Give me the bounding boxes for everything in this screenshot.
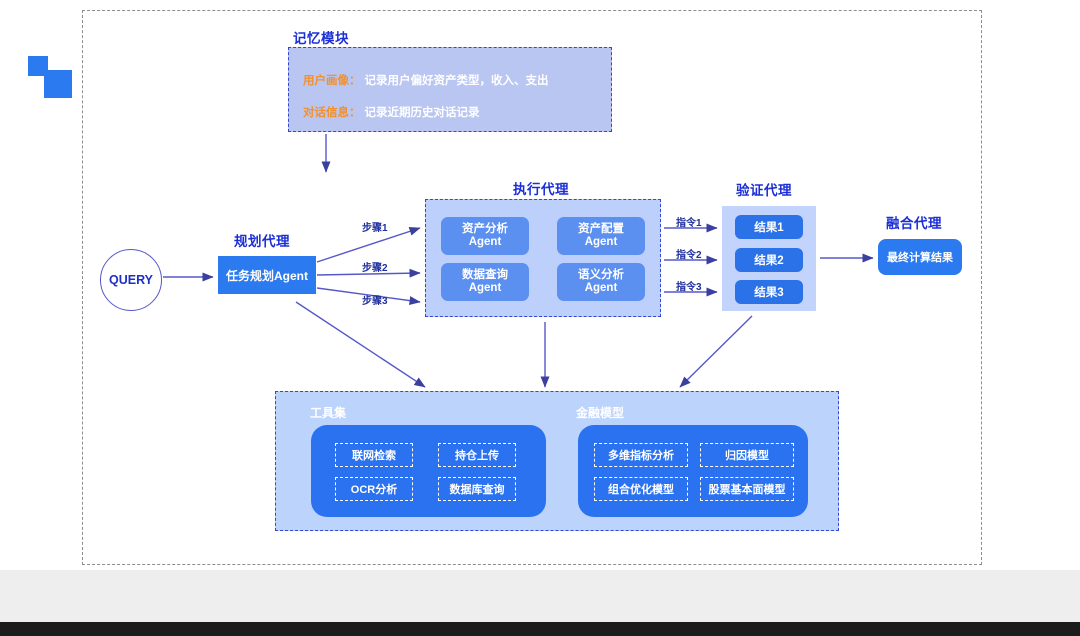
memory-row-user-profile: 用户画像：记录用户偏好资产类型，收入、支出 (303, 72, 549, 88)
tool-chip-position-upload: 持仓上传 (438, 443, 516, 467)
agent-label-line2: Agent (584, 236, 618, 248)
verification-agent-panel: 结果1 结果2 结果3 (722, 206, 816, 311)
resource-panel: 工具集 联网检索 持仓上传 OCR分析 数据库查询 金融模型 多维指标分析 归因… (275, 391, 839, 531)
agent-label-line1: 数据查询 (462, 268, 508, 281)
result-box-3: 结果3 (735, 280, 803, 304)
agent-label-line1: 语义分析 (578, 268, 624, 281)
agent-box-asset-analysis: 资产分析 Agent (441, 217, 529, 255)
step-label-1: 步骤1 (362, 223, 388, 234)
execution-agent-title: 执行代理 (513, 182, 569, 197)
memory-row-dialog-info: 对话信息：记录近期历史对话记录 (303, 104, 480, 120)
tool-chip-ocr-analysis: OCR分析 (335, 477, 413, 501)
verification-agent-title: 验证代理 (736, 183, 792, 198)
tool-chip-web-search: 联网检索 (335, 443, 413, 467)
tools-group-body: 联网检索 持仓上传 OCR分析 数据库查询 (311, 425, 546, 517)
tools-group-title: 工具集 (310, 406, 347, 420)
agent-label-line1: 资产分析 (462, 222, 508, 235)
result-box-1: 结果1 (735, 215, 803, 239)
decor-square-small (28, 56, 48, 76)
agent-label-line2: Agent (468, 282, 502, 294)
models-group-title: 金融模型 (576, 406, 625, 420)
model-chip-multi-indicator: 多维指标分析 (594, 443, 688, 467)
agent-label-line2: Agent (468, 236, 502, 248)
memory-row-value: 记录用户偏好资产类型，收入、支出 (364, 75, 549, 87)
fusion-agent-title: 融合代理 (886, 216, 942, 231)
fusion-agent-box: 最终计算结果 (878, 239, 962, 275)
model-chip-attribution: 归因模型 (700, 443, 794, 467)
instruction-label-1: 指令1 (676, 218, 702, 229)
model-chip-stock-fundamental: 股票基本面模型 (700, 477, 794, 501)
footer-bar: AiCon 全球人工智能开发与应用大会 Info Q 极客传媒 ⦾∞ 大数跨境 (0, 570, 1080, 622)
step-label-3: 步骤3 (362, 296, 388, 307)
memory-row-value: 记录近期历史对话记录 (364, 107, 480, 119)
instruction-label-2: 指令2 (676, 250, 702, 261)
tool-chip-database-query: 数据库查询 (438, 477, 516, 501)
outer-dashed-frame (82, 10, 982, 565)
agent-box-data-query: 数据查询 Agent (441, 263, 529, 301)
instruction-label-3: 指令3 (676, 282, 702, 293)
memory-row-key: 用户画像： (303, 75, 361, 87)
agent-box-asset-allocation: 资产配置 Agent (557, 217, 645, 255)
query-node: QUERY (100, 249, 162, 311)
memory-row-key: 对话信息： (303, 107, 361, 119)
step-label-2: 步骤2 (362, 263, 388, 274)
decor-square-large (44, 70, 72, 98)
agent-label-line2: Agent (584, 282, 618, 294)
planning-agent-box: 任务规划Agent (218, 256, 316, 294)
execution-agent-panel: 资产分析 Agent 资产配置 Agent 数据查询 Agent 语义分析 Ag… (425, 199, 661, 317)
agent-box-semantic-analysis: 语义分析 Agent (557, 263, 645, 301)
memory-module-title: 记忆模块 (293, 31, 349, 46)
agent-label-line1: 资产配置 (578, 222, 624, 235)
models-group-body: 多维指标分析 归因模型 组合优化模型 股票基本面模型 (578, 425, 808, 517)
memory-module-panel: 用户画像：记录用户偏好资产类型，收入、支出 对话信息：记录近期历史对话记录 (288, 47, 612, 132)
planning-agent-title: 规划代理 (234, 234, 290, 249)
result-box-2: 结果2 (735, 248, 803, 272)
footer-bottom-bar (0, 622, 1080, 636)
model-chip-portfolio-optimization: 组合优化模型 (594, 477, 688, 501)
